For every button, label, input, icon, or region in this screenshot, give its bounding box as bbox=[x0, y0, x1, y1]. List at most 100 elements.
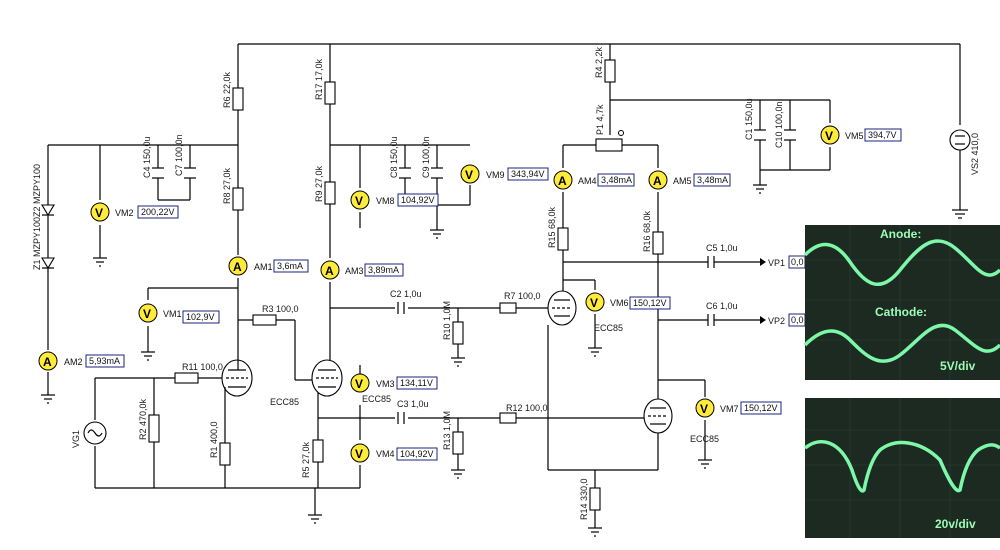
vg1-generator[interactable]: VG1 bbox=[71, 421, 107, 448]
svg-text:A: A bbox=[325, 264, 334, 278]
r9-label: R9 27,0k bbox=[314, 165, 324, 202]
am5-ammeter[interactable]: A AM5 3,48mA bbox=[648, 170, 731, 190]
am3-name: AM3 bbox=[345, 266, 364, 276]
am2-name: AM2 bbox=[64, 357, 83, 367]
c2-capacitor[interactable]: C2 1,0u bbox=[390, 289, 422, 314]
left-stage-wiring bbox=[41, 278, 360, 524]
r4-resistor[interactable]: R4 2,2k bbox=[594, 46, 616, 100]
vm3-voltmeter[interactable]: V VM3 134,11V bbox=[350, 373, 438, 393]
p1-potentiometer[interactable]: P1 4,7k bbox=[562, 104, 659, 168]
am5-reading: 3,48mA bbox=[697, 175, 728, 185]
svg-text:V: V bbox=[355, 377, 363, 391]
r1-resistor[interactable]: R1 400,0 bbox=[209, 421, 231, 466]
vm5-voltmeter[interactable]: V VM5 394,7V bbox=[820, 125, 902, 145]
c4-capacitor[interactable]: C4 150,0u bbox=[142, 136, 164, 179]
r7-label: R7 100,0 bbox=[504, 291, 541, 301]
svg-text:A: A bbox=[233, 260, 242, 274]
anode-trace bbox=[803, 239, 1000, 286]
vs2-label: VS2 410,0 bbox=[970, 133, 980, 175]
am4-name: AM4 bbox=[578, 176, 597, 186]
vm2-voltmeter[interactable]: V VM2 200,22V bbox=[90, 202, 179, 222]
c7-capacitor[interactable]: C7 100,0n bbox=[174, 134, 196, 179]
vm8-reading: 104,92V bbox=[401, 195, 435, 205]
z1-label: Z1 MZPY100Z2 MZPY100 bbox=[32, 164, 42, 270]
r1-label: R1 400,0 bbox=[209, 421, 219, 458]
c6-capacitor[interactable]: C6 1,0u bbox=[658, 301, 760, 326]
r16-resistor[interactable]: R16 68,0k bbox=[642, 192, 664, 400]
r9-resistor[interactable]: R9 27,0k bbox=[314, 145, 336, 258]
r8-resistor[interactable]: R8 27,0k bbox=[222, 145, 244, 255]
cathode-label: Cathode: bbox=[875, 305, 927, 319]
vm6-voltmeter[interactable]: V VM6 150,12V bbox=[585, 292, 671, 312]
right-supply-branch bbox=[609, 99, 831, 194]
svg-text:V: V bbox=[143, 307, 151, 321]
vm9-reading: 343,94V bbox=[511, 169, 545, 179]
vm5-reading: 394,7V bbox=[868, 130, 897, 140]
middle-filter-branch bbox=[330, 144, 471, 239]
z1-zener-diodes[interactable]: Z1 MZPY100Z2 MZPY100 bbox=[32, 145, 55, 350]
vm4-name: VM4 bbox=[376, 449, 395, 459]
c4-label: C4 150,0u bbox=[142, 136, 152, 178]
r11-resistor[interactable]: R11 100,0 bbox=[174, 362, 223, 384]
r12-label: R12 100,0 bbox=[506, 403, 548, 413]
r3-label: R3 100,0 bbox=[262, 304, 299, 314]
r3-resistor[interactable]: R3 100,0 bbox=[252, 304, 299, 326]
vm6-reading: 150,12V bbox=[633, 298, 667, 308]
r8-label: R8 27,0k bbox=[222, 167, 232, 204]
svg-text:V: V bbox=[825, 129, 833, 143]
ecc85-tube-third: ECC85 bbox=[547, 290, 623, 333]
vm6-name: VM6 bbox=[610, 298, 629, 308]
vm3-reading: 134,11V bbox=[400, 378, 433, 388]
vm9-name: VM9 bbox=[486, 170, 505, 180]
ecc85-tube-fourth: ECC85 bbox=[643, 398, 719, 444]
c5-capacitor[interactable]: C5 1,0u bbox=[563, 243, 760, 268]
scope-bottom-scale: 20v/div bbox=[935, 517, 976, 531]
vm8-name: VM8 bbox=[376, 196, 395, 206]
r16-label: R16 68,0k bbox=[642, 210, 652, 252]
r14-resistor[interactable]: R14 330,0 bbox=[579, 478, 601, 520]
vm7-name: VM7 bbox=[720, 404, 739, 414]
c5-label: C5 1,0u bbox=[706, 243, 738, 253]
vm1-reading: 102,9V bbox=[186, 312, 215, 322]
vm4-voltmeter[interactable]: V VM4 104,92V bbox=[350, 443, 438, 463]
c9-capacitor[interactable]: C9 100,0n bbox=[421, 136, 443, 179]
vm7-voltmeter[interactable]: V VM7 150,12V bbox=[695, 398, 782, 418]
vm5-name: VM5 bbox=[845, 131, 864, 141]
am1-ammeter[interactable]: A AM1 3,6mA bbox=[228, 256, 309, 276]
scope-bottom: 20v/div bbox=[803, 398, 1000, 538]
r17-resistor[interactable]: R17 17,0k bbox=[314, 58, 336, 145]
am2-ammeter[interactable]: A AM2 5,93mA bbox=[38, 351, 125, 371]
r6-resistor[interactable]: R6 22,0k bbox=[222, 71, 244, 145]
vs2-source[interactable]: VS2 410,0 bbox=[949, 129, 980, 219]
c1-capacitor[interactable]: C1 150,0u bbox=[744, 98, 766, 141]
svg-text:V: V bbox=[465, 168, 473, 182]
c3-capacitor[interactable]: C3 1,0u bbox=[397, 399, 429, 424]
vm8-voltmeter[interactable]: V VM8 104,92V bbox=[350, 190, 439, 210]
vp2-label: VP2 bbox=[768, 316, 785, 326]
svg-text:A: A bbox=[43, 355, 52, 369]
r2-resistor[interactable]: R2 470,0k bbox=[138, 398, 160, 443]
r14-label: R14 330,0 bbox=[579, 478, 589, 520]
am1-name: AM1 bbox=[254, 262, 273, 272]
vm1-voltmeter[interactable]: V VM1 102,9V bbox=[138, 303, 220, 324]
am2-reading: 5,93mA bbox=[89, 356, 120, 366]
am4-ammeter[interactable]: A AM4 3,48mA bbox=[553, 170, 635, 190]
r5-resistor[interactable]: R5 27,0k bbox=[301, 439, 324, 478]
r12-resistor[interactable]: R12 100,0 bbox=[499, 403, 548, 424]
vm2-name: VM2 bbox=[115, 208, 134, 218]
r13-resistor[interactable]: R13 1,0M bbox=[442, 411, 464, 455]
r4-label: R4 2,2k bbox=[594, 46, 604, 78]
vp2-probe[interactable]: VP2 0,0 bbox=[760, 313, 806, 327]
c10-capacitor[interactable]: C10 100,0n bbox=[774, 101, 796, 148]
svg-text:V: V bbox=[95, 206, 103, 220]
r15-resistor[interactable]: R15 68,0k bbox=[547, 192, 569, 292]
c8-capacitor[interactable]: C8 150,0u bbox=[389, 136, 411, 179]
vm9-voltmeter[interactable]: V VM9 343,94V bbox=[460, 164, 549, 184]
r10-resistor[interactable]: R10 1,0M bbox=[442, 301, 464, 345]
r13-label: R13 1,0M bbox=[442, 411, 452, 450]
vp1-probe[interactable]: VP1 0,0 bbox=[760, 255, 806, 269]
r7-resistor[interactable]: R7 100,0 bbox=[499, 291, 541, 314]
am3-ammeter[interactable]: A AM3 3,89mA bbox=[320, 260, 404, 280]
vp1-label: VP1 bbox=[768, 258, 785, 268]
